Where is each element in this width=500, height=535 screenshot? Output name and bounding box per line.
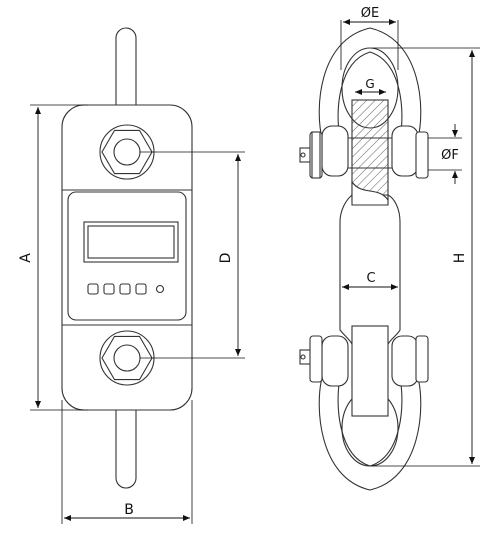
body-plate — [339, 194, 401, 345]
button-3 — [119, 283, 131, 295]
bottom-nut — [99, 330, 155, 386]
lcd-screen — [83, 221, 179, 263]
bottom-nut-left — [309, 335, 323, 383]
button-2 — [103, 283, 115, 295]
dim-d-label: D — [218, 253, 234, 264]
bottom-link — [351, 325, 389, 417]
bottom-eye-right — [391, 335, 419, 387]
top-eye-left — [321, 125, 349, 177]
indicator-led — [155, 284, 165, 294]
top-link-break — [351, 180, 389, 206]
top-nut-right — [415, 131, 429, 179]
dim-f-label: ØF — [441, 148, 459, 163]
front-view: A D B — [18, 27, 245, 524]
lcd-screen-inner — [87, 225, 175, 259]
top-nut-left-face — [311, 131, 321, 179]
bottom-pin-hole — [300, 354, 306, 360]
top-pin-hole — [300, 152, 306, 158]
top-link-section — [351, 99, 389, 201]
button-1 — [87, 283, 99, 295]
dim-a-label: A — [18, 253, 34, 263]
bottom-nut-right — [415, 335, 429, 383]
button-4 — [135, 283, 147, 295]
dim-c-label: C — [366, 271, 375, 286]
dim-h-label: H — [452, 253, 468, 264]
dim-g-label: G — [365, 77, 374, 91]
side-view: ØE G ØF C H — [299, 6, 480, 491]
dim-b-label: B — [124, 502, 134, 518]
top-eye-right — [391, 125, 419, 177]
dim-e-label: ØE — [361, 6, 379, 21]
bottom-eye-left — [321, 335, 349, 387]
